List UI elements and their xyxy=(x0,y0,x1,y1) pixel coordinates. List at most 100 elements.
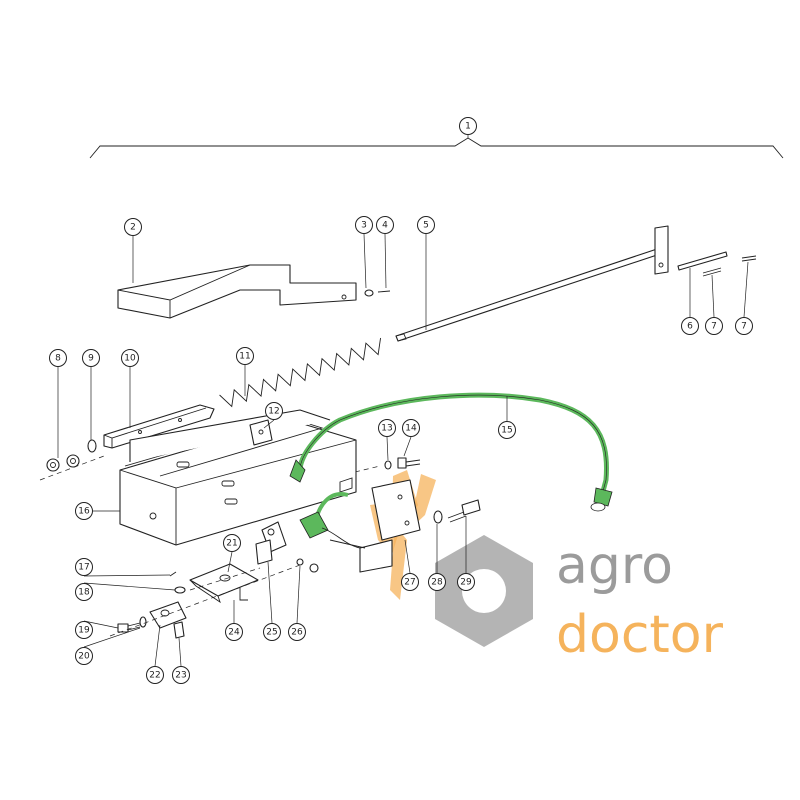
part-cotter-pin-a xyxy=(702,267,722,277)
callout-c27: 27 xyxy=(401,573,419,591)
callout-circle xyxy=(75,647,93,665)
callout-number: 18 xyxy=(78,588,90,598)
part-cover-plate xyxy=(117,264,357,319)
leader-c3 xyxy=(363,233,367,289)
leader-c22 xyxy=(154,624,161,667)
callout-circle xyxy=(417,216,435,234)
callout-c14: 14 xyxy=(402,419,420,437)
part-switch-wire xyxy=(299,492,361,549)
callout-c2: 2 xyxy=(124,218,142,236)
part-housing xyxy=(119,409,357,546)
callout-number: 22 xyxy=(149,671,160,681)
leader-c7b xyxy=(743,261,749,318)
callout-c9: 9 xyxy=(82,349,100,367)
part-nut-8 xyxy=(46,454,80,472)
part-slide-block xyxy=(103,404,215,449)
callout-c8: 8 xyxy=(49,349,67,367)
callout-circle xyxy=(75,502,93,520)
callout-number: 25 xyxy=(266,628,277,638)
callout-c19: 19 xyxy=(75,621,93,639)
callout-c12: 12 xyxy=(265,402,283,420)
callout-number: 20 xyxy=(78,652,90,662)
callout-circle xyxy=(82,349,100,367)
callout-c28: 28 xyxy=(428,573,446,591)
callout-c7b: 7 xyxy=(735,317,753,335)
part-small-bracket xyxy=(249,419,273,446)
callout-circle xyxy=(459,117,477,135)
callout-c17: 17 xyxy=(75,558,93,576)
callout-number: 7 xyxy=(741,322,747,332)
callout-circle xyxy=(75,583,93,601)
watermark-word-doctor: doctor xyxy=(556,605,724,665)
callout-circle xyxy=(146,666,164,684)
part-washer-13 xyxy=(384,460,392,470)
callout-circle xyxy=(75,558,93,576)
callout-c18: 18 xyxy=(75,583,93,601)
leader-c12 xyxy=(263,419,275,429)
callout-c22: 22 xyxy=(146,666,164,684)
callout-circle xyxy=(121,349,139,367)
callout-circle xyxy=(457,573,475,591)
leader-c27 xyxy=(404,539,411,574)
callout-circle xyxy=(223,534,241,552)
callout-number: 26 xyxy=(291,628,303,638)
leader-lines xyxy=(57,134,749,667)
callout-c10: 10 xyxy=(121,349,139,367)
callout-number: 6 xyxy=(687,322,693,332)
assembly-bracket xyxy=(89,137,784,159)
callout-circle xyxy=(378,419,396,437)
callout-c5: 5 xyxy=(417,216,435,234)
callout-circle xyxy=(735,317,753,335)
callout-number: 14 xyxy=(405,424,417,434)
part-cotter-pin-b xyxy=(741,255,757,262)
callout-number: 17 xyxy=(78,563,89,573)
callout-circle xyxy=(681,317,699,335)
callout-number: 7 xyxy=(711,322,717,332)
part-pin-23 xyxy=(173,621,185,639)
callout-number: 2 xyxy=(130,223,136,233)
callout-c6: 6 xyxy=(681,317,699,335)
leader-c13 xyxy=(386,436,389,461)
part-clevis xyxy=(149,601,187,629)
callout-circle xyxy=(402,419,420,437)
part-pin xyxy=(677,251,728,271)
callout-circle xyxy=(498,421,516,439)
part-screw-14 xyxy=(397,457,421,469)
callout-number: 9 xyxy=(88,354,94,364)
callout-c3: 3 xyxy=(355,216,373,234)
callout-c25: 25 xyxy=(263,623,281,641)
callout-number: 8 xyxy=(55,354,61,364)
callout-number: 11 xyxy=(239,352,250,362)
callout-number: 23 xyxy=(175,671,186,681)
part-washer-28 xyxy=(433,510,443,524)
callout-c1: 1 xyxy=(459,117,477,135)
callout-number: 29 xyxy=(460,578,472,588)
callout-number: 16 xyxy=(78,507,90,517)
part-cable xyxy=(289,392,613,512)
callout-number: 5 xyxy=(423,221,429,231)
callout-c13: 13 xyxy=(378,419,396,437)
callout-c11: 11 xyxy=(236,347,254,365)
part-washer-3 xyxy=(364,289,374,297)
callout-circle xyxy=(172,666,190,684)
part-washer-9 xyxy=(87,439,97,453)
callout-circle xyxy=(401,573,419,591)
callout-number: 12 xyxy=(268,407,279,417)
part-washer-20 xyxy=(139,616,147,628)
part-bolt-19 xyxy=(117,622,141,633)
leader-c17 xyxy=(83,574,171,577)
leader-c7a xyxy=(711,274,715,318)
leader-c19 xyxy=(83,620,119,629)
leader-c25 xyxy=(267,561,273,624)
leader-c18 xyxy=(83,582,176,591)
leader-c20 xyxy=(83,627,141,648)
callout-c15: 15 xyxy=(498,421,516,439)
leader-c21 xyxy=(227,551,233,573)
callout-c23: 23 xyxy=(172,666,190,684)
callout-c24: 24 xyxy=(225,623,243,641)
callout-c29: 29 xyxy=(457,573,475,591)
part-spring xyxy=(219,337,381,408)
callout-circle xyxy=(428,573,446,591)
callout-c26: 26 xyxy=(288,623,306,641)
